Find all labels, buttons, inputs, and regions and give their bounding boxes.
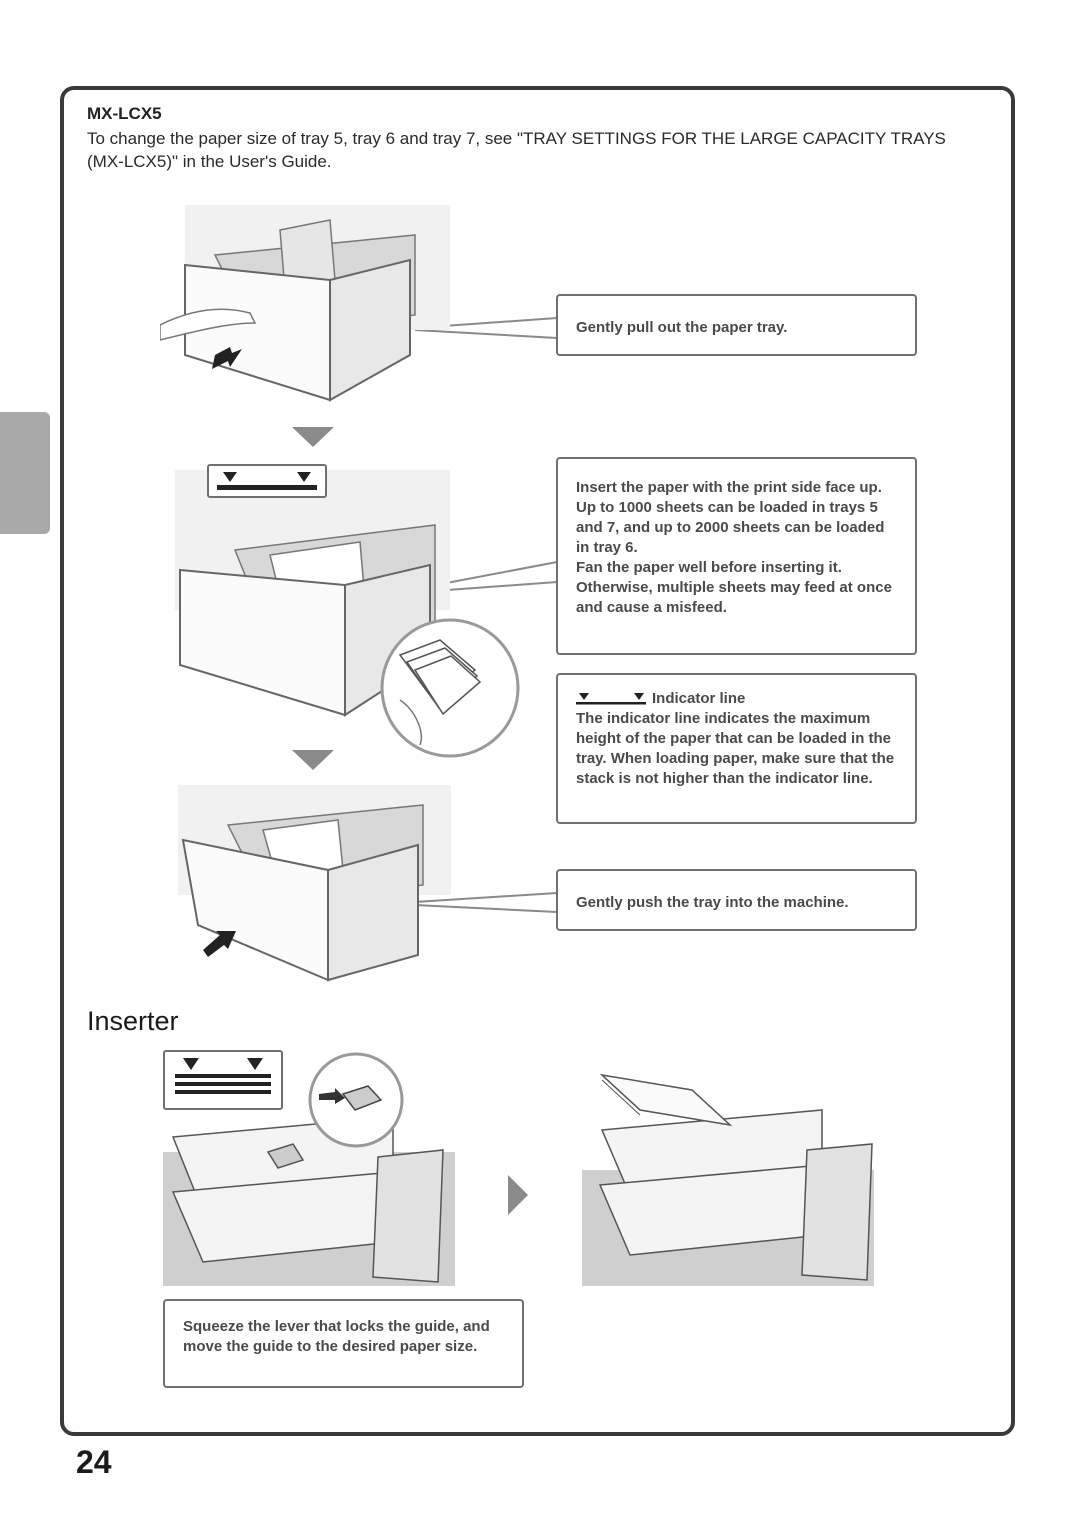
callout-insert-line-1: Insert the paper with the print side fac… <box>576 479 882 496</box>
indicator-line-icon <box>576 693 646 705</box>
indicator-line-description: The indicator line indicates the maximum… <box>576 710 895 787</box>
tray-pull-out-illustration <box>160 205 450 402</box>
inserter-loaded-illustration <box>582 1073 874 1286</box>
callout-push-in: Gently push the tray into the machine. <box>556 869 917 931</box>
content-frame <box>60 86 1015 1436</box>
inserter-indicator-inset <box>163 1050 283 1110</box>
callout-inserter-guide-text: Squeeze the lever that locks the guide, … <box>183 1318 490 1355</box>
callout-insert-paper: Insert the paper with the print side fac… <box>556 457 917 655</box>
callout-insert-line-3: Fan the paper well before inserting it. … <box>576 559 892 616</box>
callout-pull-out: Gently pull out the paper tray. <box>556 294 917 356</box>
inserter-guide-illustration <box>163 1052 455 1286</box>
indicator-line-inset <box>207 464 327 498</box>
chapter-side-tab <box>0 412 50 534</box>
indicator-line-icon <box>217 472 317 490</box>
tray-push-in-illustration <box>178 785 451 982</box>
right-arrow <box>508 1175 528 1215</box>
callout-pull-out-text: Gently pull out the paper tray. <box>576 319 788 336</box>
intro-paragraph: To change the paper size of tray 5, tray… <box>87 129 946 171</box>
down-arrow-1 <box>292 427 334 447</box>
section-title: Inserter <box>87 1006 179 1036</box>
indicator-line-icon <box>175 1058 271 1094</box>
callout-inserter-guide: Squeeze the lever that locks the guide, … <box>163 1299 524 1388</box>
down-arrow-2 <box>292 750 334 770</box>
callout-insert-line-2: Up to 1000 sheets can be loaded in trays… <box>576 499 885 556</box>
callout-indicator-line: Indicator line The indicator line indica… <box>556 673 917 824</box>
model-heading: MX-LCX5 <box>87 104 162 123</box>
callout-push-in-text: Gently push the tray into the machine. <box>576 894 849 911</box>
tray-insert-paper-illustration <box>175 470 520 758</box>
page-number: 24 <box>76 1444 112 1480</box>
indicator-line-label: Indicator line <box>652 690 746 707</box>
